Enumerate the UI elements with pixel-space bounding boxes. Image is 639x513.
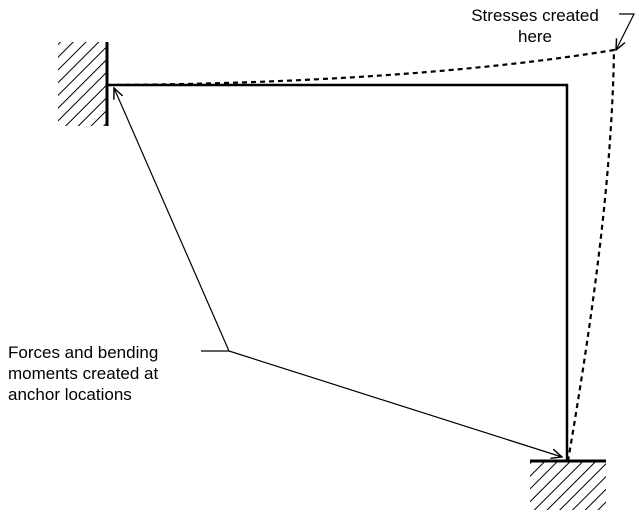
stresses-label-line1: Stresses created bbox=[471, 6, 599, 25]
left-anchor-hatch bbox=[58, 42, 106, 126]
stresses-label: Stresses created here bbox=[448, 5, 622, 47]
pipe-deflected bbox=[106, 48, 616, 462]
stresses-label-line2: here bbox=[517, 27, 553, 46]
forces-label-line1: Forces and bending bbox=[8, 343, 159, 362]
forces-label-line2: moments created at bbox=[8, 364, 159, 383]
bottom-anchor-hatch bbox=[530, 462, 606, 510]
forces-label-line3: anchor locations bbox=[8, 385, 132, 404]
stresses-leader-line bbox=[616, 13, 635, 50]
pipe-original bbox=[107, 83, 569, 461]
forces-arrow-bottom-anchor bbox=[228, 350, 562, 457]
forces-arrow-left-anchor bbox=[114, 88, 230, 352]
left-anchor bbox=[58, 42, 109, 126]
bottom-anchor bbox=[530, 459, 606, 510]
forces-label: Forces and bending moments created at an… bbox=[8, 342, 158, 405]
